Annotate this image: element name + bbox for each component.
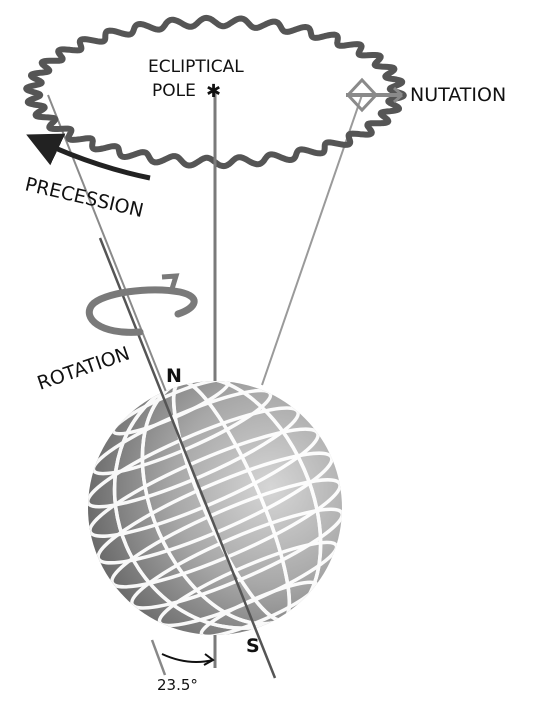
rotation-arrow [85, 286, 198, 336]
rotation-label: ROTATION [34, 343, 132, 395]
nutation-label: NUTATION [410, 84, 506, 106]
earth-rotation-axis [98, 237, 277, 679]
tilt-angle-label: 23.5° [157, 676, 198, 694]
pole-marker-icon: ✱ [206, 81, 221, 102]
south-label: S [246, 635, 260, 657]
north-label: N [166, 365, 182, 387]
rotation-arrowhead [161, 273, 180, 290]
precession-arrow [26, 133, 151, 181]
ecliptical-pole-label-line1: ECLIPTICAL [148, 57, 244, 77]
nutation-marker [345, 77, 403, 113]
tilt-angle-arc [161, 653, 214, 663]
precession-label: PRECESSION [23, 173, 146, 222]
earth-rotation-axis-lower [150, 639, 167, 676]
globe-parallel [88, 406, 300, 509]
nutation-wave-ring [23, 14, 407, 170]
globe-parallel [110, 478, 342, 589]
earth-globe [88, 381, 342, 635]
ecliptical-pole-label-line2: POLE [152, 81, 196, 101]
tilt-angle-arrowhead [203, 653, 215, 666]
